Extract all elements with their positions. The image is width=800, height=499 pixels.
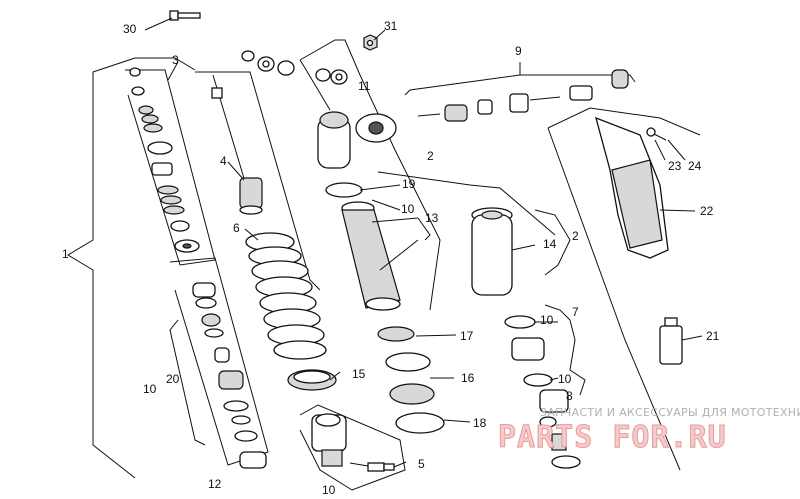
callout-23: 23: [668, 159, 682, 173]
callout-3: 3: [172, 53, 179, 67]
callout-labels: 30 31 3 9 11 2 4 19 10 13 24 23 22 6 2 1…: [62, 19, 720, 497]
callout-7: 7: [572, 305, 579, 319]
callout-1: 1: [62, 247, 69, 261]
callout-10a: 10: [401, 202, 415, 216]
callout-12: 12: [208, 477, 222, 491]
callout-14: 14: [543, 237, 557, 251]
part-bushings-top: [241, 50, 348, 85]
callout-6: 6: [233, 221, 240, 235]
part-6-spring: [245, 232, 327, 360]
callout-20: 20: [166, 372, 180, 386]
part-2-top-mount: [317, 111, 397, 198]
callout-5: 5: [418, 457, 425, 471]
callout-13: 13: [425, 211, 439, 225]
callout-2b: 2: [572, 229, 579, 243]
part-31-nut: [363, 34, 378, 51]
part-30-bolt: [169, 10, 201, 21]
part-5-lower-eye: [311, 413, 395, 472]
callout-17: 17: [460, 329, 474, 343]
callout-2a: 2: [427, 149, 434, 163]
leader-lines: [144, 17, 703, 468]
part-3-valve-stack: [129, 67, 200, 253]
callout-24: 24: [688, 159, 702, 173]
callout-30: 30: [123, 22, 137, 36]
part-17-16-18-rings: [377, 326, 445, 434]
part-12-piston-group: [192, 282, 267, 469]
callout-8: 8: [566, 389, 573, 403]
callout-16: 16: [461, 371, 475, 385]
callout-10d: 10: [558, 372, 572, 386]
part-13-shock-body: [341, 201, 401, 311]
callout-18: 18: [473, 416, 487, 430]
watermark-tagline: ЗАПЧАСТИ И АКСЕССУАРЫ ДЛЯ МОТОТЕХНИКИ: [540, 406, 800, 419]
callout-21: 21: [706, 329, 720, 343]
part-22-mudguard: [595, 116, 669, 259]
callout-19: 19: [402, 177, 416, 191]
callout-22: 22: [700, 204, 714, 218]
watermark: ЗАПЧАСТИ И АКСЕССУАРЫ ДЛЯ МОТОТЕХНИКИ PA…: [498, 406, 800, 456]
group-outlines: [67, 39, 701, 491]
callout-10b: 10: [540, 313, 554, 327]
part-9-adjuster: [417, 69, 629, 122]
callout-9: 9: [515, 44, 522, 58]
part-14-reservoir: [471, 207, 513, 296]
part-23-screw: [646, 127, 667, 141]
part-21-oil-bottle: [659, 317, 683, 365]
part-15-spring-seat: [287, 369, 337, 391]
watermark-brand-logo: PARTS FOR.RU: [498, 420, 727, 455]
callout-10c: 10: [143, 382, 157, 396]
callout-10e: 10: [322, 483, 336, 497]
callout-11: 11: [358, 79, 371, 93]
callout-15: 15: [352, 367, 366, 381]
callout-4: 4: [220, 154, 227, 168]
callout-31: 31: [384, 19, 398, 33]
part-4-shaft-bumper: [211, 74, 263, 215]
